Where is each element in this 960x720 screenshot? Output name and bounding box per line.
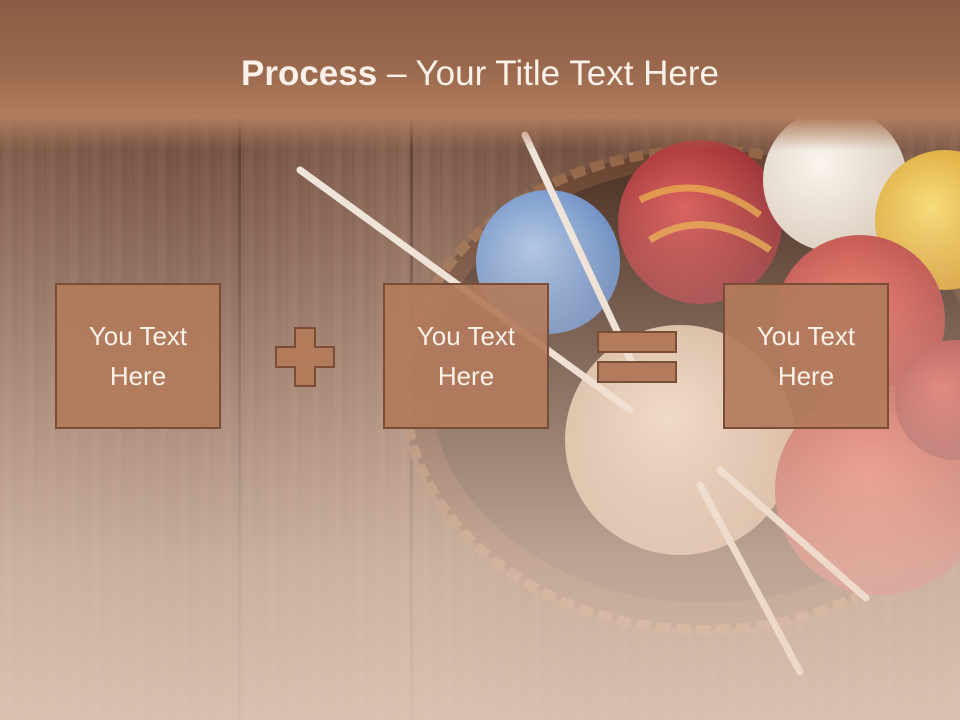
- equals-icon: [597, 331, 677, 383]
- process-box-3-text: You Text Here: [756, 321, 856, 391]
- plus-icon: [275, 327, 335, 387]
- process-box-2-text: You Text Here: [416, 321, 516, 391]
- title-rest: Your Title Text Here: [415, 54, 720, 93]
- process-box-3[interactable]: You Text Here: [723, 283, 889, 429]
- process-box-1[interactable]: You Text Here: [55, 283, 221, 429]
- title-bold: Process: [241, 54, 378, 93]
- process-box-1-text: You Text Here: [88, 321, 188, 391]
- header-band: Process – Your Title Text Here: [0, 0, 960, 150]
- title-dash: –: [377, 54, 416, 93]
- page-title: Process – Your Title Text Here: [0, 52, 960, 96]
- process-box-2[interactable]: You Text Here: [383, 283, 549, 429]
